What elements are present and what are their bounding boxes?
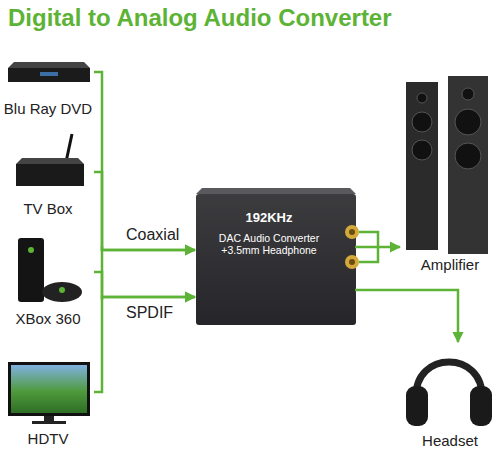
- dac-converter: [196, 188, 359, 325]
- player-display: [40, 72, 58, 76]
- device-node: Blu Ray DVD: [2, 48, 94, 118]
- signal-arrow: [355, 290, 458, 342]
- rca-hole: [349, 229, 355, 235]
- device-node: Amplifier: [400, 70, 500, 274]
- ear-cup: [470, 386, 492, 426]
- tvbox-top: [16, 158, 84, 164]
- converter-box: 192KHzDAC Audio Converter+3.5mm Headphon…: [195, 190, 355, 325]
- woofer: [412, 140, 432, 160]
- device-text: DAC Audio Converter: [219, 232, 319, 245]
- antenna: [66, 134, 72, 162]
- rca-jack: [345, 225, 359, 239]
- converter-body: [196, 194, 356, 325]
- television: [8, 362, 90, 424]
- tv-screen: [11, 365, 87, 413]
- tvbox-front: [16, 164, 84, 186]
- player-top: [8, 62, 90, 68]
- rca-hole: [349, 259, 355, 265]
- device-node: HDTV: [2, 356, 94, 448]
- device-node: XBox 360: [2, 232, 94, 328]
- tv-stand: [32, 421, 66, 424]
- game-console: [18, 238, 82, 302]
- speakers: [406, 76, 488, 254]
- console-light: [28, 247, 34, 253]
- speaker-right: [448, 76, 488, 254]
- tv-neck: [44, 416, 54, 421]
- player-front: [8, 68, 90, 82]
- diagram-title: Digital to Analog Audio Converter: [8, 4, 392, 32]
- controller: [42, 282, 82, 302]
- device-label: TV Box: [23, 200, 72, 218]
- tv-frame: [8, 362, 90, 416]
- speaker-left: [406, 82, 438, 250]
- bluray-player: [8, 62, 90, 82]
- woofer: [455, 109, 481, 135]
- device-text: 192KHz: [246, 210, 293, 226]
- ear-cup: [406, 386, 428, 426]
- rca-jack: [345, 255, 359, 269]
- signal-arrow: [355, 246, 400, 249]
- signal-arrow: [94, 297, 195, 392]
- device-node: TV Box: [2, 126, 94, 218]
- signal-arrow: [94, 172, 195, 250]
- device-label: HDTV: [28, 430, 69, 448]
- converter-top: [196, 188, 356, 194]
- tweeter: [417, 93, 427, 103]
- device-label: Headset: [422, 432, 478, 450]
- signal-arrow: [94, 272, 195, 297]
- device-node: Headset: [400, 342, 500, 450]
- tv-box: [16, 134, 84, 186]
- woofer: [412, 112, 432, 132]
- signal-label: SPDIF: [126, 304, 173, 322]
- woofer: [455, 143, 481, 169]
- signal-arrow: [94, 72, 195, 250]
- device-label: XBox 360: [15, 310, 80, 328]
- device-label: Blu Ray DVD: [4, 100, 92, 118]
- headphones: [406, 362, 492, 426]
- device-label: Amplifier: [421, 256, 479, 274]
- signal-label: Coaxial: [126, 226, 179, 244]
- tweeter: [462, 88, 474, 100]
- controller-button: [59, 287, 65, 293]
- console-body: [18, 238, 44, 302]
- device-text: +3.5mm Headphone: [221, 244, 316, 257]
